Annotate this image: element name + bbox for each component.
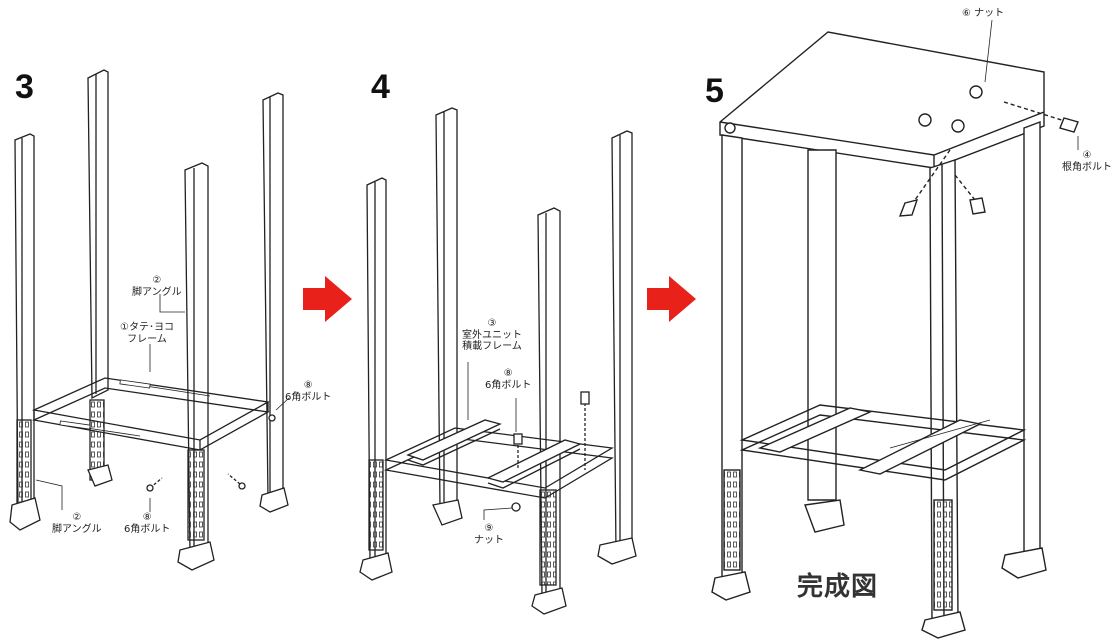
label-hex-bolt-bottom: ⑧ 6角ボルト [124, 512, 171, 535]
next-step-arrow-1 [303, 276, 352, 322]
label-leg-angle-bottom: ② 脚アングル [52, 512, 102, 535]
label-frame: ①タテ･ヨコ フレーム [120, 322, 174, 345]
label-leg-angle: ② 脚アングル [132, 275, 182, 298]
label-hex-bolt: ⑧ 6角ボルト [285, 380, 332, 403]
step-number-5: 5 [705, 72, 724, 110]
step-number-3: 3 [15, 68, 34, 106]
label-nut-top: ⑥ ナット [962, 8, 1005, 19]
label-nut: ⑨ ナット [474, 523, 504, 546]
label-mount-frame: ③ 室外ユニット 積載フレーム [462, 318, 522, 352]
step-number-4: 4 [371, 68, 390, 106]
completed-figure-caption: 完成図 [797, 572, 879, 602]
step4-drawing [359, 107, 637, 615]
step3-drawing [9, 69, 290, 571]
step5-drawing [711, 19, 1079, 639]
label-root-bolt: ④ 根角ボルト [1062, 150, 1112, 173]
next-step-arrow-2 [647, 276, 696, 322]
label-hex-bolt: ⑧ 6角ボルト [485, 368, 532, 391]
